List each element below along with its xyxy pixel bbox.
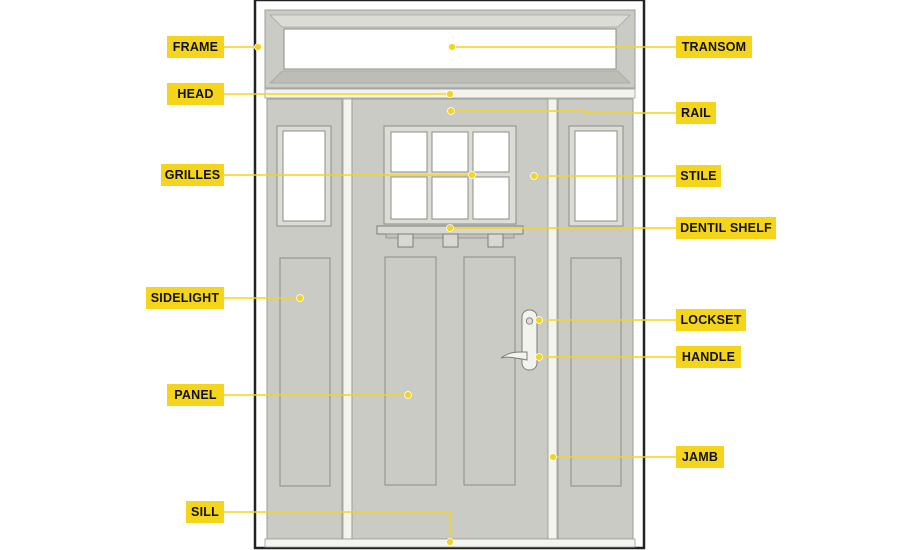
door-panel-left [384,256,437,486]
door-panel-right [463,256,516,486]
left-sidelight-glass [282,130,326,222]
window-pane [472,176,510,220]
window-pane [431,176,469,220]
leader-lines [223,46,676,541]
rail-dot [447,107,455,115]
panel-dot [404,391,412,399]
sidelight-dot [296,294,304,302]
label-handle: HANDLE [676,346,741,368]
label-grilles: GRILLES [161,164,224,186]
grilles-dot [468,171,476,179]
sill-leader [223,511,451,541]
label-lockset: LOCKSET [676,309,746,331]
label-rail: RAIL [676,102,716,124]
label-head: HEAD [167,83,224,105]
window-pane [431,131,469,173]
left-jamb [342,98,353,540]
right-sidelight-lower-panel [570,257,622,487]
rail-leader [451,110,676,114]
label-transom: TRANSOM [676,36,752,58]
transom-dot [448,43,456,51]
stile-dot [530,172,538,180]
leader-dots [254,43,557,546]
dentil-block [487,233,504,248]
dentil-block [442,233,459,248]
jamb-dot [549,453,557,461]
label-dentil-shelf: DENTIL SHELF [676,217,776,239]
transom-bevel-top [269,14,631,28]
window-pane [472,131,510,173]
window-pane [390,131,428,173]
label-frame: FRAME [167,36,224,58]
handle-dot [535,353,543,361]
sill-dot [446,538,454,546]
label-sill: SILL [186,501,224,523]
head-dot [446,90,454,98]
window-pane [390,176,428,220]
label-panel: PANEL [167,384,224,406]
frame-dot [254,43,262,51]
transom-bevel-bottom [269,70,631,84]
dentil-shelf-dot [446,224,454,232]
label-sidelight: SIDELIGHT [146,287,224,309]
right-jamb [547,98,558,540]
label-jamb: JAMB [676,446,724,468]
handle-lever [500,351,528,361]
label-stile: STILE [676,165,721,187]
lockset-dot [535,316,543,324]
lockset-cylinder [525,317,534,325]
dentil-block [397,233,414,248]
left-sidelight-lower-panel [279,257,331,487]
